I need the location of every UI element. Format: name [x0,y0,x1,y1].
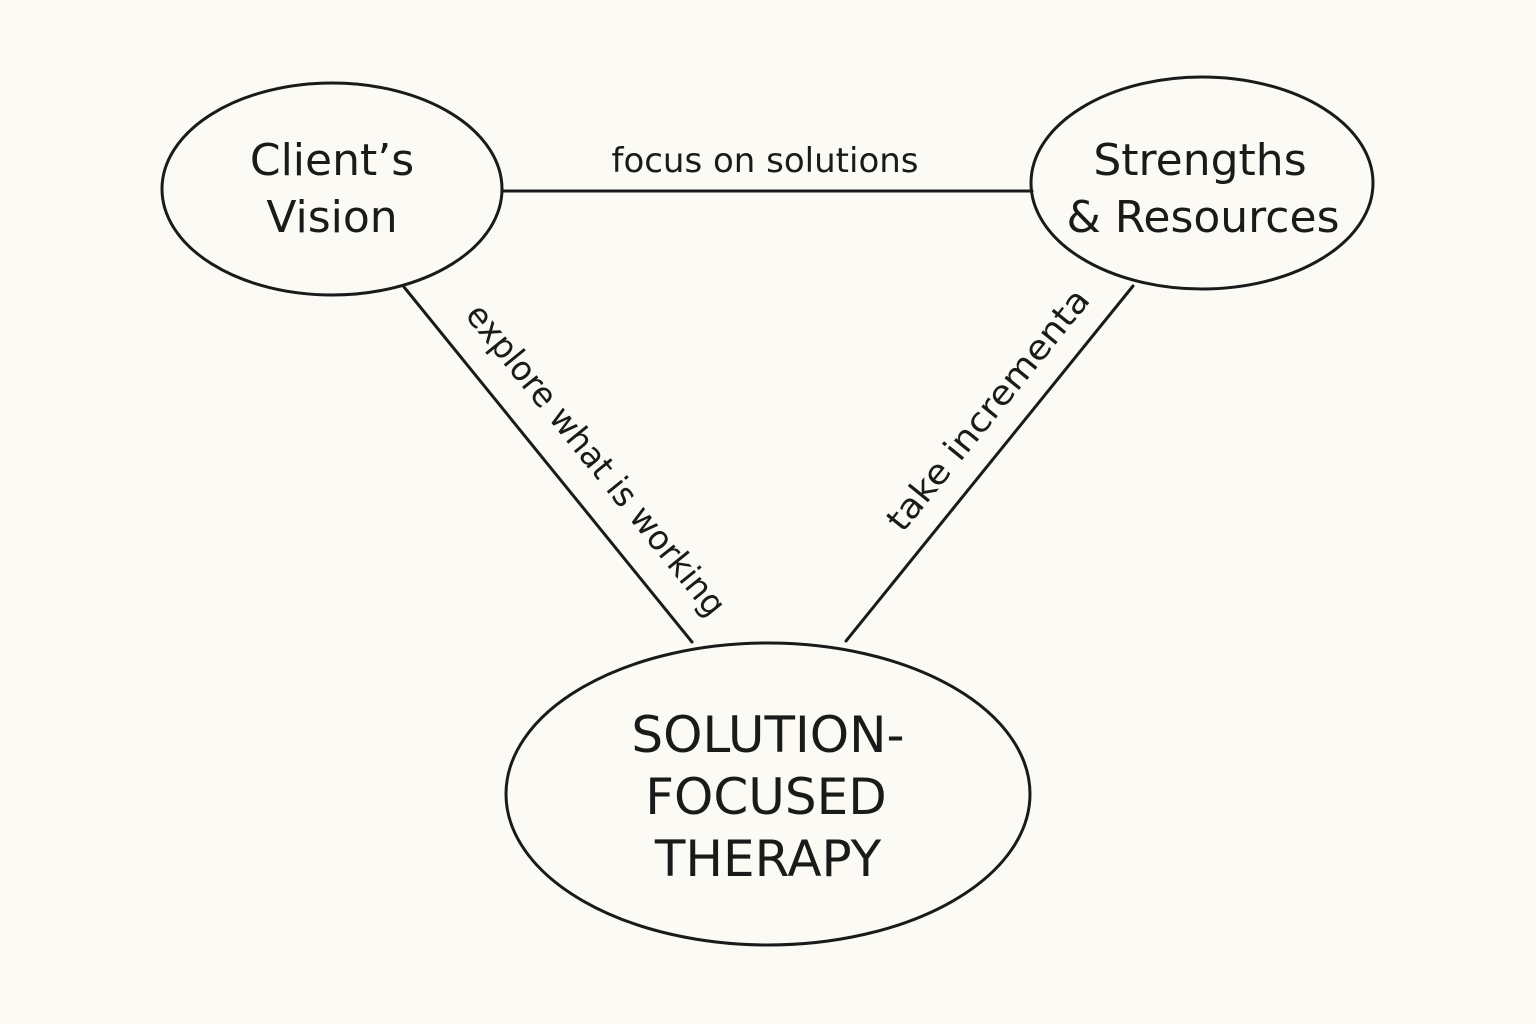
center-label-line1: SOLUTION- [631,706,904,764]
center-label-line2: FOCUSED [645,768,886,826]
node-solution-focused-therapy [504,641,1032,947]
edge-label-focus-on-solutions: focus on solutions [611,141,918,181]
edge-label-explore-what-is-working: explore what is working [457,296,734,624]
edge-line-strengths-therapy [844,284,1135,643]
strengths-label-line1: Strengths [1093,135,1306,186]
edge-line-vision-therapy [402,285,694,644]
edge-label-take-incrementa: take incrementa [879,281,1099,539]
node-strengths-resources [1029,75,1375,291]
clients-vision-label-line2: Vision [266,192,397,243]
strengths-label-line2: & Resources [1066,192,1339,243]
node-clients-vision [160,81,504,297]
clients-vision-label-line1: Client’s [250,135,414,186]
center-label-line3: THERAPY [654,830,882,888]
